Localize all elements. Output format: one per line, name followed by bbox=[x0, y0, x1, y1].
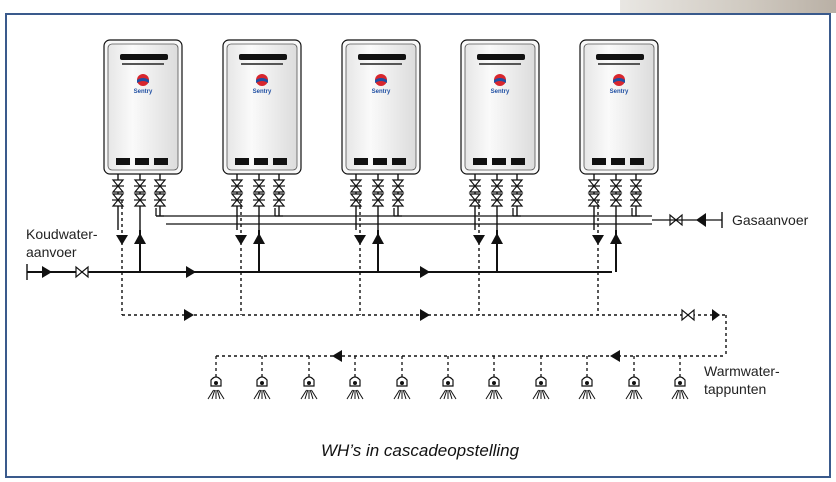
hot-water-label-line1: Warmwater- bbox=[704, 363, 780, 379]
water-heater: Sentry bbox=[222, 39, 302, 315]
flow-arrows bbox=[184, 266, 620, 362]
brand-text: Sentry bbox=[610, 89, 629, 95]
tap-point bbox=[346, 356, 364, 400]
tap-point bbox=[578, 356, 596, 400]
water-heater: Sentry bbox=[103, 39, 183, 315]
water-heater: Sentry bbox=[341, 39, 421, 315]
heaters: Sentry Sentry Sentry Sentry Sentry bbox=[103, 39, 659, 315]
gas-supply-label: Gasaanvoer bbox=[732, 212, 809, 228]
brand-text: Sentry bbox=[491, 89, 510, 95]
tap-point bbox=[393, 356, 411, 400]
brand-text: Sentry bbox=[253, 89, 272, 95]
tap-point bbox=[485, 356, 503, 400]
gas-inlet-valve bbox=[652, 212, 723, 228]
tap-point bbox=[532, 356, 550, 400]
tap-point bbox=[207, 356, 225, 400]
diagram-caption: WH’s in cascadeopstelling bbox=[321, 441, 520, 460]
cold-water-inlet-valve bbox=[42, 266, 89, 278]
tap-point bbox=[439, 356, 457, 400]
hot-water-valve bbox=[681, 309, 720, 321]
water-heater: Sentry bbox=[579, 39, 659, 315]
brand-text: Sentry bbox=[372, 89, 391, 95]
tap-point bbox=[671, 356, 689, 400]
tap-points bbox=[207, 356, 689, 400]
cold-water-main bbox=[26, 264, 612, 280]
gas-pipe bbox=[156, 215, 652, 225]
hot-water-header bbox=[122, 314, 727, 357]
corner-photo bbox=[620, 0, 836, 13]
hot-water-label-line2: tappunten bbox=[704, 381, 766, 397]
tap-point bbox=[253, 356, 271, 400]
brand-text: Sentry bbox=[134, 89, 153, 95]
water-heater: Sentry bbox=[460, 39, 540, 315]
cold-water-label-line2: aanvoer bbox=[26, 244, 77, 260]
tap-point bbox=[300, 356, 318, 400]
tap-point bbox=[625, 356, 643, 400]
cold-water-label-line1: Koudwater- bbox=[26, 226, 98, 242]
